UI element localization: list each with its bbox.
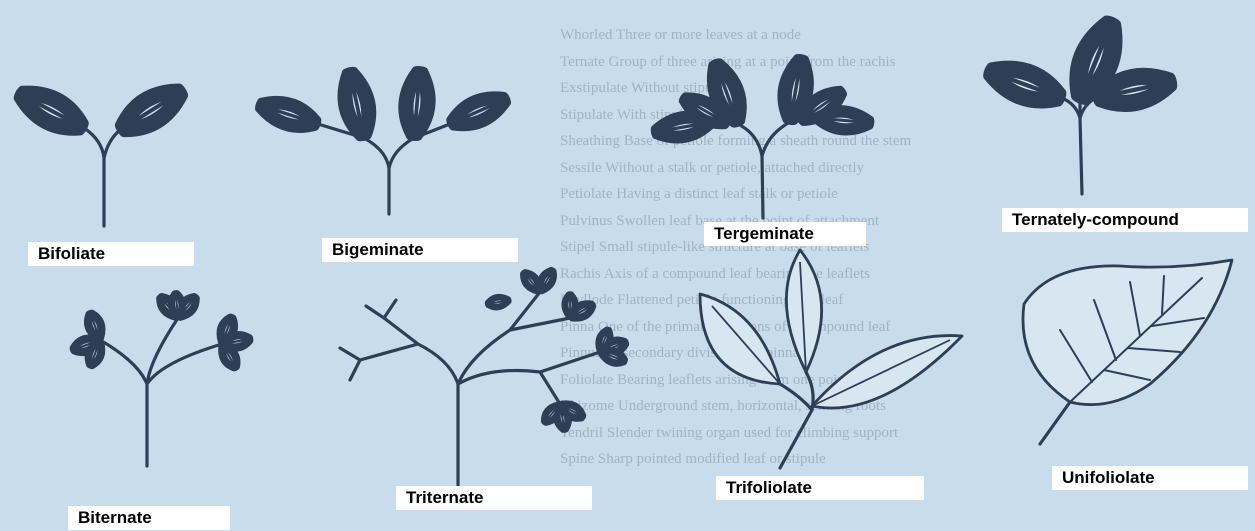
label-bifoliate: Bifoliate (28, 242, 194, 266)
bifoliate-drawing (13, 81, 189, 226)
label-biternate: Biternate (68, 506, 230, 530)
label-trifoliolate: Trifoliolate (716, 476, 924, 500)
triternate-drawing (340, 266, 629, 490)
label-ternately-compound: Ternately-compound (1002, 208, 1248, 232)
label-triternate: Triternate (396, 486, 592, 510)
bigeminate-drawing (255, 68, 511, 214)
label-tergeminate: Tergeminate (704, 222, 866, 246)
label-bigeminate: Bigeminate (322, 238, 518, 262)
tergeminate-drawing (652, 55, 873, 218)
trifoliolate-drawing (700, 250, 962, 468)
unifoliolate-drawing (1023, 260, 1232, 444)
label-unifoliolate: Unifoliolate (1052, 466, 1248, 490)
biternate-drawing (70, 291, 253, 466)
ternately-compound-drawing (983, 15, 1176, 194)
